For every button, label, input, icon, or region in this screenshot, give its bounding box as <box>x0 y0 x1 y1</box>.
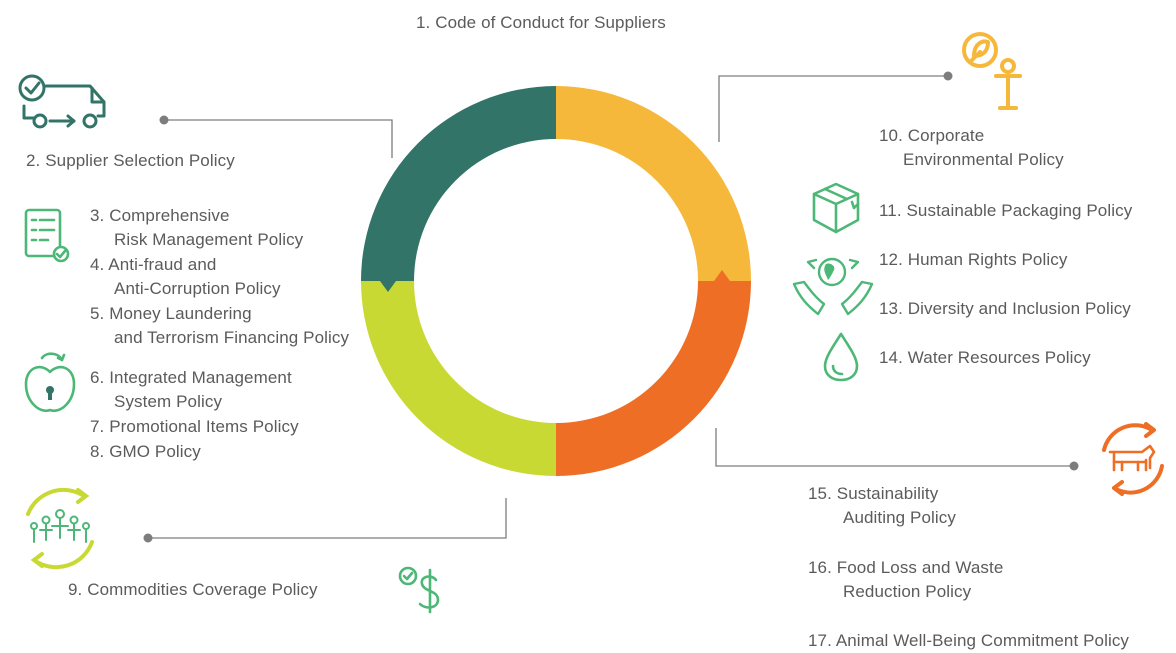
label-water: 14. Water Resources Policy <box>879 348 1091 367</box>
label-ims-line2: System Policy <box>114 392 223 411</box>
dollar-check-icon <box>398 566 440 614</box>
connector-dot <box>1069 461 1079 471</box>
label-promotional-items: 7. Promotional Items Policy <box>90 417 299 436</box>
label-diversity: 13. Diversity and Inclusion Policy <box>879 299 1131 318</box>
label-audit-line1: 15. Sustainability <box>808 484 939 503</box>
label-food-line1: 16. Food Loss and Waste <box>808 558 1004 577</box>
label-anti-fraud: 4. Anti-fraud and Anti-Corruption Policy <box>90 253 281 301</box>
label-fraud-line2: Anti-Corruption Policy <box>114 279 281 298</box>
label-money-line1: 5. Money Laundering <box>90 304 252 323</box>
label-environmental: 10. Corporate Environmental Policy <box>879 124 1064 172</box>
arrow-notch <box>380 281 396 292</box>
label-audit-line2: Auditing Policy <box>843 508 957 527</box>
label-money-line2: and Terrorism Financing Policy <box>114 328 350 347</box>
label-risk-line1: 3. Comprehensive <box>90 206 230 225</box>
label-human-rights: 12. Human Rights Policy <box>879 250 1068 269</box>
ring-segment-yellow <box>556 86 751 281</box>
label-env-line2: Environmental Policy <box>903 150 1064 169</box>
package-box-icon <box>812 182 860 234</box>
label-integrated-management: 6. Integrated Management System Policy <box>90 366 292 414</box>
label-money-laundering: 5. Money Laundering and Terrorism Financ… <box>90 302 349 350</box>
hands-globe-icon <box>792 257 874 316</box>
people-cycle-icon <box>26 487 94 570</box>
connector-supplier-selection <box>164 119 393 158</box>
label-packaging: 11. Sustainable Packaging Policy <box>879 201 1133 220</box>
label-fraud-line1: 4. Anti-fraud and <box>90 255 217 274</box>
diagram-title: 1. Code of Conduct for Suppliers <box>416 13 666 32</box>
leaf-person-icon <box>962 32 1022 110</box>
ring-segment-teal <box>361 86 556 281</box>
arrow-notch <box>714 270 730 281</box>
connector-dot <box>943 71 953 81</box>
connector-dot <box>143 533 153 543</box>
label-auditing: 15. Sustainability Auditing Policy <box>808 482 956 530</box>
label-ims-line1: 6. Integrated Management <box>90 368 292 387</box>
label-risk-line2: Risk Management Policy <box>114 230 304 249</box>
checklist-icon <box>24 208 70 263</box>
label-gmo: 8. GMO Policy <box>90 442 201 461</box>
delivery-truck-icon <box>18 74 106 129</box>
label-commodities: 9. Commodities Coverage Policy <box>68 580 318 599</box>
label-food-line2: Reduction Policy <box>843 582 972 601</box>
cow-cycle-icon <box>1102 422 1164 496</box>
apple-lock-icon <box>24 352 76 413</box>
arrow-notch <box>544 104 556 120</box>
ring-segment-orange <box>556 281 751 476</box>
label-env-line1: 10. Corporate <box>879 126 985 145</box>
connector-environmental <box>718 75 948 142</box>
label-animal: 17. Animal Well-Being Commitment Policy <box>808 631 1130 650</box>
label-risk-management: 3. Comprehensive Risk Management Policy <box>90 204 303 252</box>
water-drop-icon <box>823 332 859 382</box>
connector-auditing <box>715 428 1074 467</box>
ring-segment-lime <box>361 281 556 476</box>
connector-commodities <box>148 498 507 539</box>
label-food-loss: 16. Food Loss and Waste Reduction Policy <box>808 556 1003 604</box>
connector-dot <box>159 115 169 125</box>
label-supplier-selection: 2. Supplier Selection Policy <box>26 151 235 170</box>
arrow-notch <box>556 442 568 458</box>
